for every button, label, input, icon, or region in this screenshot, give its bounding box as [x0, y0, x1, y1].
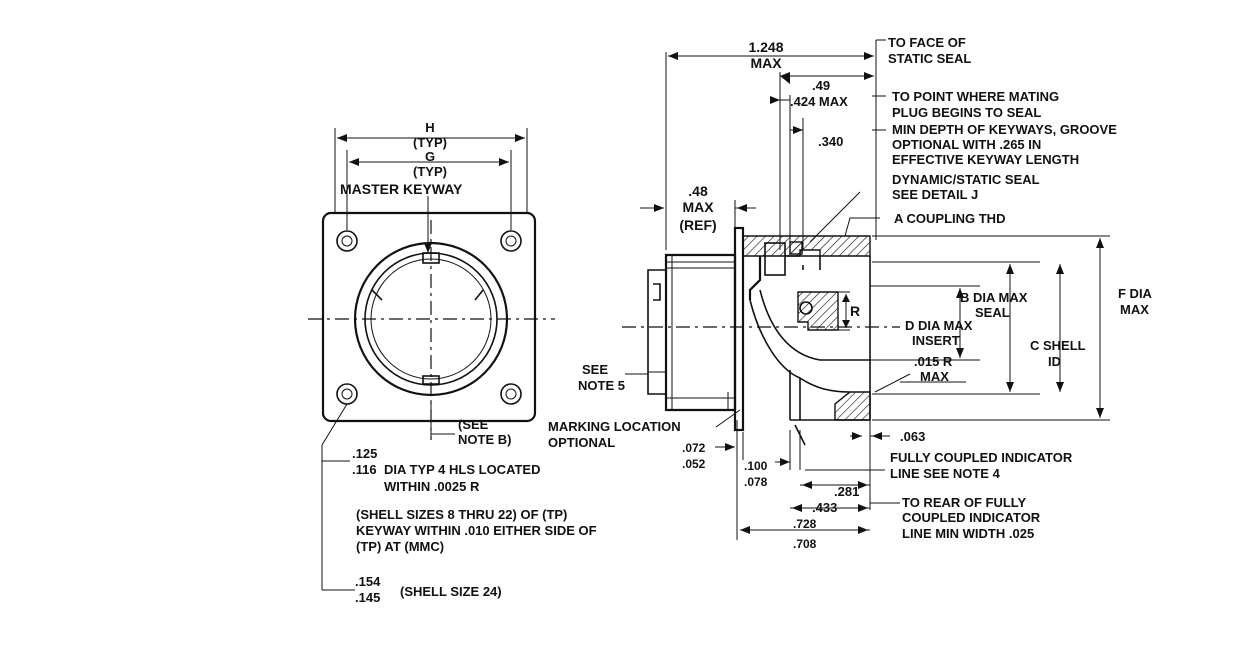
label-d-dia-1: D DIA MAX	[905, 318, 973, 333]
label-rear-2: COUPLED INDICATOR	[902, 510, 1041, 525]
label-281: .281	[834, 484, 859, 499]
label-master-keyway: MASTER KEYWAY	[340, 181, 463, 197]
mounting-holes	[336, 230, 522, 405]
label-b-dia-1: B DIA MAX	[960, 290, 1028, 305]
label-015-max: MAX	[920, 369, 949, 384]
side-view	[622, 226, 900, 446]
label-r: R	[850, 303, 860, 319]
shell-outer-circle	[353, 241, 509, 397]
flange-square	[321, 211, 537, 423]
label-see-note-b-2: NOTE B)	[458, 432, 511, 447]
label-hole-lower: .116	[352, 462, 377, 477]
label-015-r: .015 R	[914, 354, 953, 369]
label-hole-upper: .125	[352, 446, 377, 461]
label-g: G	[425, 149, 435, 164]
label-to-face-2: STATIC SEAL	[888, 51, 971, 66]
label-1248: 1.248	[748, 39, 783, 55]
label-indicator-2: LINE SEE NOTE 4	[890, 466, 1001, 481]
label-b-dia-2: SEAL	[975, 305, 1010, 320]
label-rear-1: TO REAR OF FULLY	[902, 495, 1027, 510]
label-indicator-1: FULLY COUPLED INDICATOR	[890, 450, 1073, 465]
label-hole-desc-2: WITHIN .0025 R	[384, 479, 480, 494]
front-view	[308, 128, 555, 591]
label-marking-1: MARKING LOCATION	[548, 419, 681, 434]
label-048-ref: (REF)	[679, 217, 716, 233]
label-see-note5-2: NOTE 5	[578, 378, 625, 393]
label-to-face-1: TO FACE OF	[888, 35, 966, 50]
label-f-dia-2: MAX	[1120, 302, 1149, 317]
label-052: .052	[682, 457, 706, 471]
label-size24-desc: (SHELL SIZE 24)	[400, 584, 502, 599]
label-keyway-2: OPTIONAL WITH .265 IN	[892, 137, 1041, 152]
label-shell-note-2: KEYWAY WITHIN .010 EITHER SIDE OF	[356, 523, 597, 538]
label-728: .728	[793, 517, 817, 531]
label-424: .424 MAX	[790, 94, 848, 109]
label-100: .100	[744, 459, 768, 473]
label-072: .072	[682, 441, 706, 455]
label-hole-desc-1: DIA TYP 4 HLS LOCATED	[384, 462, 541, 477]
label-mating-1: TO POINT WHERE MATING	[892, 89, 1059, 104]
label-seal-1: DYNAMIC/STATIC SEAL	[892, 172, 1040, 187]
label-049: .49	[812, 78, 830, 93]
label-keyway-1: MIN DEPTH OF KEYWAYS, GROOVE	[892, 122, 1117, 137]
label-c-shell-2: ID	[1048, 354, 1061, 369]
label-c-shell-1: C SHELL	[1030, 338, 1086, 353]
side-dimensions	[625, 39, 1110, 540]
label-340: .340	[818, 134, 843, 149]
label-seal-2: SEE DETAIL J	[892, 187, 978, 202]
label-h: H	[425, 120, 434, 135]
label-rear-3: LINE MIN WIDTH .025	[902, 526, 1034, 541]
label-1248-max: MAX	[750, 55, 782, 71]
label-078: .078	[744, 475, 768, 489]
label-433: .433	[812, 500, 837, 515]
label-f-dia-1: F DIA	[1118, 286, 1153, 301]
label-size24-upper: .154	[355, 574, 381, 589]
label-d-dia-2: INSERT	[912, 333, 960, 348]
label-shell-note-1: (SHELL SIZES 8 THRU 22) OF (TP)	[356, 507, 567, 522]
label-see-note-b-1: (SEE	[458, 417, 489, 432]
label-063: .063	[900, 429, 925, 444]
label-h-typ: (TYP)	[413, 135, 447, 150]
label-708: .708	[793, 537, 817, 551]
label-shell-note-3: (TP) AT (MMC)	[356, 539, 444, 554]
label-coupling: A COUPLING THD	[894, 211, 1005, 226]
label-mating-2: PLUG BEGINS TO SEAL	[892, 105, 1041, 120]
label-048: .48	[688, 183, 708, 199]
label-keyway-3: EFFECTIVE KEYWAY LENGTH	[892, 152, 1079, 167]
label-marking-2: OPTIONAL	[548, 435, 615, 450]
label-g-typ: (TYP)	[413, 164, 447, 179]
label-048-max: MAX	[682, 199, 714, 215]
label-see-note5-1: SEE	[582, 362, 608, 377]
label-size24-lower: .145	[355, 590, 380, 605]
